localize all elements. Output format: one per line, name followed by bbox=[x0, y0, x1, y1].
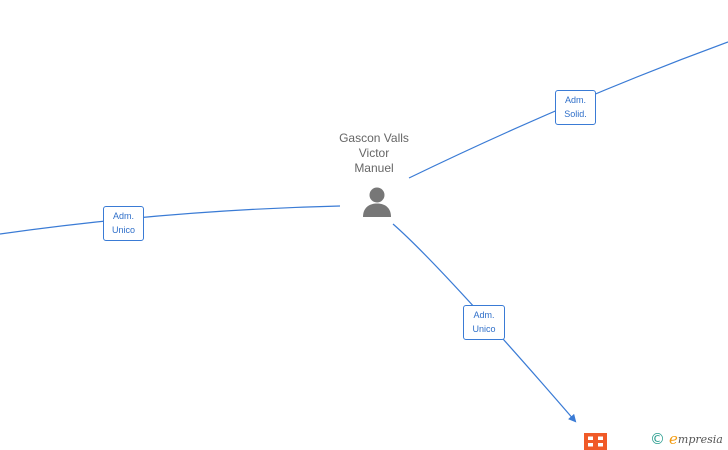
relation-badge-line-2: Unico bbox=[472, 324, 496, 334]
relation-badge-adm-unico-bottom[interactable]: Adm. Unico bbox=[463, 305, 505, 340]
person-name-line-2: Victor bbox=[358, 146, 390, 160]
copyright-symbol: © bbox=[650, 430, 665, 448]
relation-badge-line-1: Adm. bbox=[473, 310, 495, 320]
edge-left bbox=[0, 205, 341, 235]
relation-badge-line-1: Adm. bbox=[112, 211, 134, 221]
relation-badge-adm-unico-left[interactable]: Adm. Unico bbox=[103, 206, 144, 241]
person-name-line-3: Manuel bbox=[354, 161, 394, 175]
edge-to-company bbox=[392, 223, 577, 423]
relation-badge-adm-solid[interactable]: Adm. Solid. bbox=[555, 90, 596, 125]
brand-initial: e bbox=[669, 430, 678, 448]
relation-badge-line-2: Unico bbox=[111, 225, 135, 235]
brand-name: mpresia bbox=[677, 432, 723, 446]
building-icon[interactable] bbox=[584, 433, 607, 450]
person-icon[interactable] bbox=[360, 186, 394, 218]
relation-badge-line-2: Solid. bbox=[564, 109, 587, 119]
relation-badge-line-1: Adm. bbox=[564, 95, 586, 105]
brand-logo: © e mpresia bbox=[650, 430, 723, 448]
person-name[interactable]: Gascon Valls Victor Manuel bbox=[324, 131, 424, 176]
person-name-line-1: Gascon Valls bbox=[339, 131, 409, 145]
